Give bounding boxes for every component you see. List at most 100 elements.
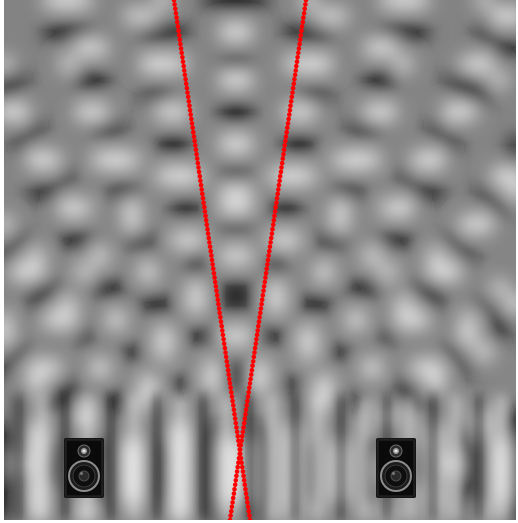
nodal-line-right-dot [267, 249, 272, 254]
nodal-line-left-dot [179, 51, 184, 56]
nodal-line-right-dot [275, 192, 280, 197]
nodal-line-right-dot [275, 196, 280, 201]
nodal-line-left-dot [246, 509, 251, 514]
nodal-line-left-dot [221, 333, 226, 338]
nodal-line-left-dot [185, 86, 190, 91]
nodal-line-left-dot [192, 134, 197, 139]
nodal-line-right-dot [263, 280, 268, 285]
nodal-line-right-dot [232, 491, 237, 496]
nodal-line-right-dot [274, 200, 279, 205]
nodal-line-left-dot [174, 15, 179, 20]
nodal-line-left-dot [203, 214, 208, 219]
nodal-line-right-dot [255, 328, 260, 333]
nodal-line-right-dot [278, 174, 283, 179]
nodal-line-left-dot [233, 416, 238, 421]
nodal-line-left-dot [202, 205, 207, 210]
nodal-line-right-dot [290, 90, 295, 95]
speaker-icon [64, 438, 104, 498]
nodal-line-left-dot [232, 408, 237, 413]
nodal-line-right-dot [281, 152, 286, 157]
nodal-line-left-dot [179, 46, 184, 51]
nodal-line-left-dot [180, 55, 185, 60]
nodal-line-right-dot [301, 15, 306, 20]
nodal-line-left-dot [208, 249, 213, 254]
nodal-line-left-dot [230, 399, 235, 404]
nodal-line-right-dot [277, 183, 282, 188]
nodal-line-right-dot [252, 355, 257, 360]
nodal-line-left-dot [211, 267, 216, 272]
nodal-line-right-dot [248, 377, 253, 382]
nodal-line-right-dot [279, 165, 284, 170]
nodal-line-left-dot [219, 324, 224, 329]
nodal-line-left-dot [210, 262, 215, 267]
nodal-line-left-dot [218, 315, 223, 320]
nodal-line-right-dot [292, 77, 297, 82]
nodal-line-left-dot [212, 271, 217, 276]
nodal-line-right-dot [281, 156, 286, 161]
nodal-line-right-dot [248, 381, 253, 386]
nodal-line-right-dot [228, 513, 233, 518]
nodal-line-right-dot [238, 447, 243, 452]
nodal-line-right-dot [284, 134, 289, 139]
nodal-line-right-dot [288, 104, 293, 109]
nodal-line-right-dot [291, 86, 296, 91]
nodal-line-right-dot [273, 209, 278, 214]
nodal-line-left-dot [247, 513, 252, 518]
nodal-line-right-dot [257, 315, 262, 320]
nodal-line-right-dot [287, 112, 292, 117]
nodal-line-right-dot [280, 161, 285, 166]
nodal-line-right-dot [298, 37, 303, 42]
nodal-line-left-dot [230, 394, 235, 399]
nodal-line-right-dot [262, 284, 267, 289]
nodal-line-right-dot [282, 143, 287, 148]
nodal-line-left-dot [219, 319, 224, 324]
nodal-line-left-dot [228, 381, 233, 386]
nodal-line-left-dot [184, 81, 189, 86]
nodal-line-right-dot [234, 474, 239, 479]
nodal-line-left-dot [228, 386, 233, 391]
nodal-line-right-dot [269, 236, 274, 241]
nodal-line-left-dot [221, 337, 226, 342]
nodal-line-right-dot [272, 218, 277, 223]
nodal-line-left-dot [178, 42, 183, 47]
nodal-line-right-dot [240, 434, 245, 439]
nodal-line-right-dot [241, 430, 246, 435]
nodal-line-right-dot [288, 108, 293, 113]
nodal-line-right-dot [296, 51, 301, 56]
nodal-line-left-dot [186, 95, 191, 100]
nodal-line-left-dot [198, 174, 203, 179]
nodal-line-right-dot [258, 311, 263, 316]
nodal-line-left-dot [204, 218, 209, 223]
nodal-line-left-dot [214, 284, 219, 289]
nodal-line-left-dot [193, 143, 198, 148]
nodal-line-left-dot [176, 24, 181, 29]
nodal-line-left-dot [199, 187, 204, 192]
nodal-line-right-dot [229, 509, 234, 514]
nodal-line-right-dot [276, 187, 281, 192]
nodal-line-left-dot [177, 33, 182, 38]
nodal-line-right-dot [290, 95, 295, 100]
nodal-line-right-dot [246, 394, 251, 399]
nodal-line-left-dot [241, 474, 246, 479]
nodal-line-right-dot [251, 359, 256, 364]
nodal-line-left-dot [188, 108, 193, 113]
nodal-line-right-dot [263, 275, 268, 280]
nodal-line-left-dot [243, 482, 248, 487]
speaker-icon [376, 438, 416, 498]
nodal-line-left-dot [192, 139, 197, 144]
nodal-line-right-dot [236, 460, 241, 465]
nodal-line-left-dot [173, 7, 178, 12]
nodal-line-left-dot [183, 73, 188, 78]
nodal-line-left-dot [216, 302, 221, 307]
nodal-line-left-dot [226, 372, 231, 377]
nodal-line-left-dot [220, 328, 225, 333]
nodal-line-left-dot [225, 359, 230, 364]
nodal-line-left-dot [217, 311, 222, 316]
nodal-line-right-dot [237, 456, 242, 461]
nodal-line-left-dot [225, 364, 230, 369]
nodal-line-left-dot [245, 496, 250, 501]
nodal-line-left-dot [212, 275, 217, 280]
nodal-line-left-dot [235, 430, 240, 435]
nodal-line-left-dot [197, 170, 202, 175]
